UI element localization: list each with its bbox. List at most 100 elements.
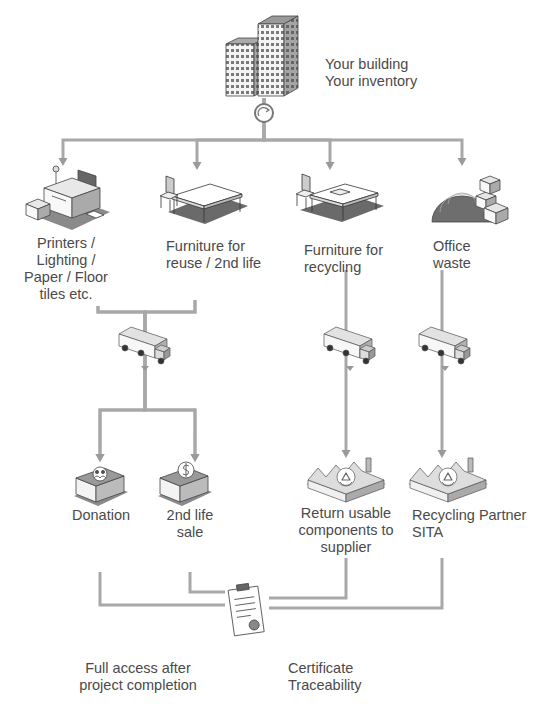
- step-label: Office waste: [433, 238, 493, 272]
- office-waste-illustration: [432, 176, 508, 224]
- furniture-reuse-illustration: [174, 199, 175, 214]
- flow-connector: [264, 98, 467, 166]
- building-illustration: [258, 24, 284, 96]
- furniture-reuse-illustration: [204, 209, 205, 222]
- flow-connector: [437, 270, 446, 458]
- flow-line: [269, 558, 346, 598]
- flow-marker: [441, 366, 449, 371]
- certificate-illustration: [237, 615, 251, 617]
- flow-connector: [190, 572, 225, 592]
- step-label: Recycling Partner SITA: [412, 507, 542, 541]
- junction-symbol: [258, 108, 268, 116]
- furniture-reuse-illustration: [170, 200, 171, 211]
- office-waste-illustration: [490, 180, 500, 194]
- flow-step: Donation: [70, 462, 132, 572]
- flow-connector: [269, 558, 442, 608]
- office-waste-illustration: [484, 208, 496, 224]
- step-label: Certificate Traceability: [288, 660, 378, 694]
- flow-marker: [346, 366, 354, 371]
- donation-illustration: [74, 467, 128, 506]
- furniture-recycling-illustration: [296, 190, 314, 197]
- step-label: Full access after project completion: [73, 660, 203, 694]
- flow-step: 2nd life sale: [160, 462, 220, 572]
- furniture-recycling-illustration: [306, 198, 307, 209]
- furniture-recycling-illustration: [376, 196, 377, 210]
- flow-line: [98, 306, 145, 455]
- flow-line: [145, 300, 195, 455]
- printer-illustration: [86, 211, 104, 218]
- factory-illustration: [306, 458, 386, 502]
- arrow-head: [326, 162, 335, 170]
- donation-illustration: [101, 470, 104, 473]
- flow-connector: [145, 300, 199, 462]
- certificate-illustration: [249, 619, 260, 630]
- flow-line: [100, 572, 225, 605]
- flow-line: [197, 98, 264, 163]
- office-waste-illustration: [480, 180, 490, 194]
- certificate-illustration: [228, 582, 265, 636]
- truck-illustration: [324, 327, 375, 364]
- flow-step: Office waste: [428, 166, 510, 270]
- flow-connector: [96, 300, 195, 462]
- furniture-reuse-illustration: [172, 196, 204, 209]
- junction-symbol: [266, 108, 269, 112]
- furniture-reuse-illustration: [177, 196, 178, 206]
- flow-connector: [193, 98, 265, 170]
- step-label: Printers / Lighting / Paper / Floor tile…: [21, 235, 111, 303]
- certificate-illustration: [235, 603, 255, 606]
- arrow-head: [458, 158, 467, 166]
- arrow-head: [190, 454, 199, 462]
- flow-connector: [100, 572, 225, 605]
- furniture-reuse-illustration: [240, 197, 241, 212]
- flow-connector: [98, 306, 200, 462]
- junction-symbol: [255, 104, 273, 122]
- step-label: Donation: [64, 507, 138, 524]
- arrow-head: [193, 162, 202, 170]
- flow-step: Your building Your inventory: [222, 14, 306, 98]
- certificate-illustration: [236, 609, 256, 612]
- certificate-illustration: [234, 597, 254, 600]
- arrow-head: [437, 450, 446, 458]
- printer-illustration: [26, 166, 110, 230]
- step-label: Furniture for recycling: [304, 242, 404, 276]
- building-illustration: [284, 16, 298, 96]
- certificate-illustration: [236, 583, 249, 591]
- truck-illustration: [119, 327, 170, 364]
- furniture-recycling-illustration: [343, 193, 378, 207]
- office-waste-illustration: [432, 196, 492, 222]
- shop-illustration: [178, 462, 194, 478]
- truck-illustration: [419, 327, 470, 364]
- step-label: Furniture for reuse / 2nd life: [166, 238, 262, 272]
- junction-symbol: [255, 104, 273, 122]
- furniture-reuse-illustration: [161, 197, 162, 208]
- printer-illustration: [53, 166, 59, 172]
- factory-illustration: [408, 458, 488, 502]
- furniture-reuse-illustration: [204, 194, 242, 209]
- shop-illustration: [158, 462, 212, 506]
- arrow-head: [96, 454, 105, 462]
- furniture-recycling-illustration: [310, 195, 343, 207]
- building-illustration: [226, 16, 298, 96]
- furniture-recycling-illustration: [343, 207, 344, 220]
- arrow-head: [58, 158, 67, 166]
- flow-connector: [342, 270, 351, 458]
- donation-illustration: [95, 470, 98, 473]
- flow-line: [63, 98, 264, 159]
- flow-line: [100, 300, 195, 455]
- flow-line: [264, 98, 462, 159]
- flow-step: Recycling Partner SITA: [408, 458, 528, 558]
- furniture-recycling-illustration: [330, 189, 350, 195]
- flow-line: [345, 270, 348, 451]
- flow-line: [440, 270, 443, 451]
- flow-connector: [264, 98, 335, 170]
- step-label: 2nd life sale: [155, 507, 225, 541]
- step-label: Your building Your inventory: [325, 56, 437, 90]
- flow-line: [190, 572, 225, 592]
- printer-illustration: [52, 196, 66, 201]
- donation-illustration: [76, 468, 124, 486]
- flow-step: Furniture for reuse / 2nd life: [158, 170, 258, 300]
- furniture-recycling-illustration: [312, 198, 313, 212]
- shop-illustration: [186, 463, 187, 477]
